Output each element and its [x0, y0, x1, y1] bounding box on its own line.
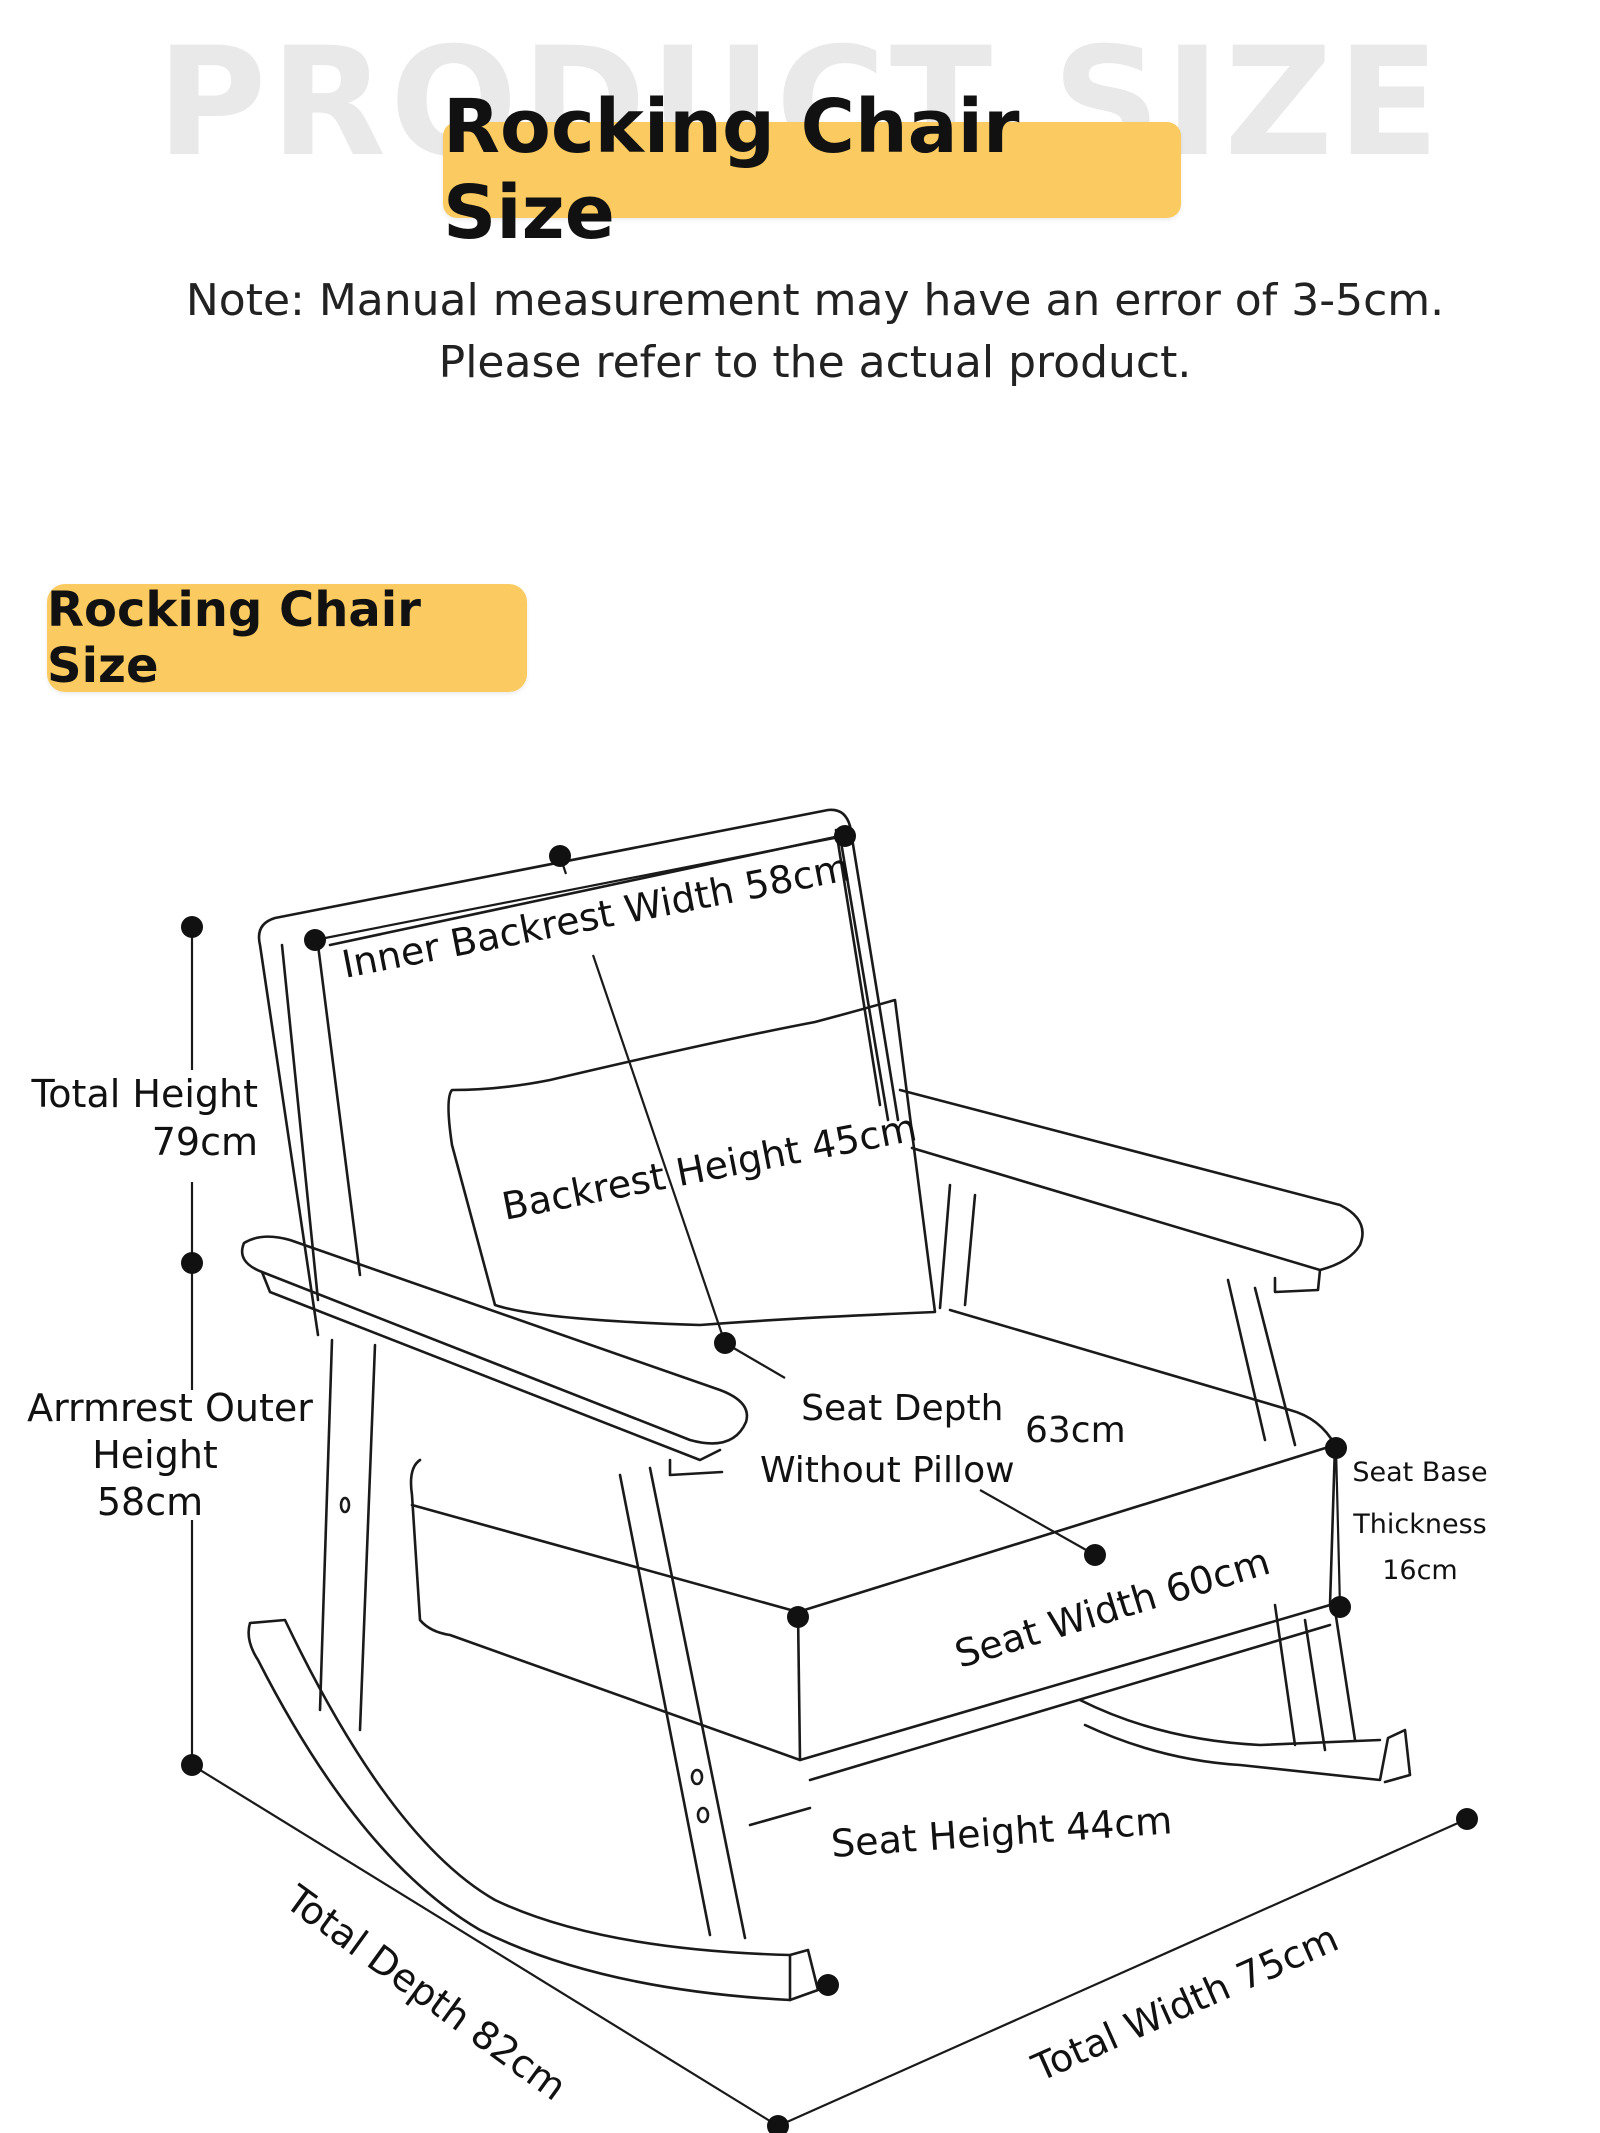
seat-depth-value: 63cm [1025, 1410, 1126, 1451]
seat-depth-label: Seat Depth Without Pillow [760, 1378, 1015, 1502]
seat-base-text-1: Seat Base [1352, 1457, 1488, 1488]
armrest-value: 58cm [96, 1480, 204, 1524]
dimension-dots [181, 825, 1478, 2133]
seat-base-thickness-label: Seat Base Thickness 16cm [1345, 1447, 1495, 1597]
seat-height-label: Seat Height 44cm [830, 1798, 1174, 1866]
measurement-note: Note: Manual measurement may have an err… [0, 270, 1600, 394]
seat-depth-text-2: Without Pillow [760, 1450, 1015, 1491]
armrest-text-2: Height [92, 1433, 218, 1477]
armrest-text-1: Arrmrest Outer [27, 1386, 313, 1430]
total-height-value: 79cm [151, 1120, 258, 1164]
note-line-2: Please refer to the actual product. [438, 337, 1192, 388]
armrest-height-label: Arrmrest Outer Height 58cm [20, 1385, 320, 1526]
seat-base-text-2: Thickness [1353, 1509, 1487, 1540]
seat-base-value: 16cm [1382, 1555, 1458, 1586]
total-depth-label: Total Depth 82cm [277, 1876, 575, 2109]
section-title: Rocking Chair Size [47, 582, 527, 694]
dimension-lines [190, 834, 1468, 2128]
seat-depth-text-1: Seat Depth [801, 1388, 1004, 1429]
backrest-height-label: Backrest Height 45cm [498, 1105, 920, 1229]
total-width-label: Total Width 75cm [1025, 1916, 1345, 2091]
total-height-label: Total Height 79cm [20, 1070, 258, 1166]
note-line-1: Note: Manual measurement may have an err… [185, 275, 1445, 326]
chair-outline [240, 808, 1412, 2002]
total-height-text: Total Height [31, 1072, 258, 1116]
